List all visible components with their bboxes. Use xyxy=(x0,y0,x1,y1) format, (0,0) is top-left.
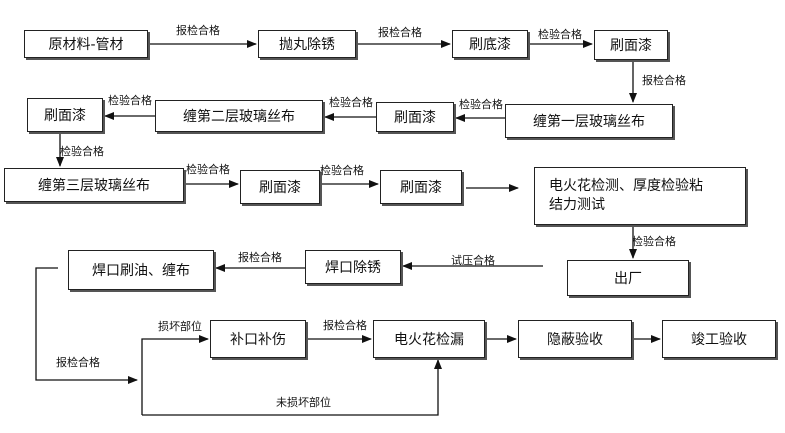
edge-label-oilwrap-to-branch: 报检合格 xyxy=(56,356,100,369)
edge-label-undamaged: 未损坏部位 xyxy=(276,396,331,409)
edge-label-primer-to-topcoat1: 检验合格 xyxy=(538,28,582,41)
node-topcoat-5: 刷面漆 xyxy=(380,170,462,204)
node-wrap-glass-1: 缠第一层玻璃丝布 xyxy=(505,104,673,138)
node-inspection: 电火花检测、厚度检验粘结力测试 xyxy=(534,167,746,225)
node-shot-blast: 抛丸除锈 xyxy=(258,30,356,58)
node-wrap-glass-2: 缠第二层玻璃丝布 xyxy=(155,100,323,132)
node-primer: 刷底漆 xyxy=(452,30,528,58)
edge-label-topcoat1-to-wrap1: 报检合格 xyxy=(642,74,686,87)
node-final-accept: 竣工验收 xyxy=(662,320,776,358)
edge-branch-to-patch-repair xyxy=(141,335,209,415)
node-weld-derust: 焊口除锈 xyxy=(305,250,401,284)
node-weld-oil-wrap: 焊口刷油、缠布 xyxy=(68,250,214,290)
node-concealed-accept: 隐蔽验收 xyxy=(518,320,632,358)
edge-weld-oil-wrap-to-branch xyxy=(35,267,138,384)
edge-branch-to-spark-leak xyxy=(142,359,442,416)
edge-label-inspection-to-factory: 检验合格 xyxy=(632,235,676,248)
node-topcoat-1: 刷面漆 xyxy=(594,30,668,60)
edge-label-raw-to-shot: 报检合格 xyxy=(176,24,220,37)
node-raw-pipe: 原材料-管材 xyxy=(24,30,148,58)
node-wrap-glass-3: 缠第三层玻璃丝布 xyxy=(4,168,184,202)
edge-label-topcoat2-to-wrap2: 检验合格 xyxy=(329,96,373,109)
edge-label-wrap1-to-topcoat2: 检验合格 xyxy=(459,98,503,111)
node-factory-out: 出厂 xyxy=(567,260,689,296)
node-topcoat-3: 刷面漆 xyxy=(27,98,103,132)
node-spark-leak: 电火花检漏 xyxy=(373,320,485,358)
edge-label-wrap2-to-topcoat3: 检验合格 xyxy=(108,94,152,107)
edge-label-factory-to-weld: 试压合格 xyxy=(451,254,495,267)
edge-label-damaged: 损坏部位 xyxy=(158,320,202,333)
edge-label-patch-to-spark: 报检合格 xyxy=(323,319,367,332)
node-patch-repair: 补口补伤 xyxy=(210,320,306,358)
edge-label-wrap3-to-topcoat4: 检验合格 xyxy=(186,163,230,176)
node-topcoat-4: 刷面漆 xyxy=(240,170,320,204)
edge-label-topcoat4-to-topcoat5: 检验合格 xyxy=(320,164,364,177)
edge-label-topcoat3-to-wrap3: 检验合格 xyxy=(60,145,104,158)
edge-label-weld-to-oilwrap: 报检合格 xyxy=(238,251,282,264)
edge-label-shot-to-primer: 报检合格 xyxy=(378,26,422,39)
node-topcoat-2: 刷面漆 xyxy=(376,102,454,132)
